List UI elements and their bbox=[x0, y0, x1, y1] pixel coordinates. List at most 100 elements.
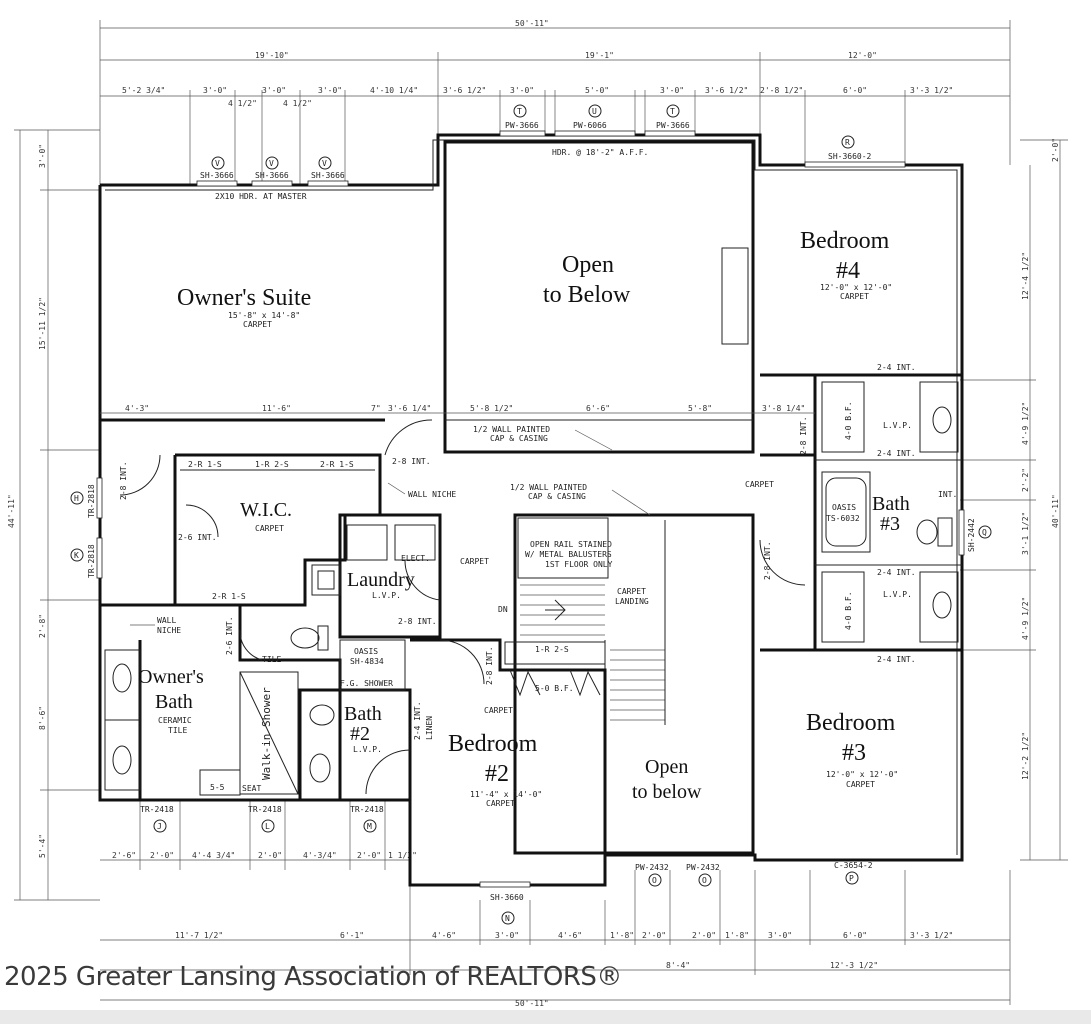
wic-shelf-2: 1-R 2-S bbox=[255, 460, 289, 469]
svg-text:SH-3666: SH-3666 bbox=[311, 171, 345, 180]
dim-top-fine-12: 6'-0" bbox=[843, 86, 867, 95]
svg-text:TR-2418: TR-2418 bbox=[248, 805, 282, 814]
bedroom-3-floor: CARPET bbox=[846, 780, 875, 789]
owners-suite-floor: CARPET bbox=[243, 320, 272, 329]
dim-bottom-row-2: 6'-1" bbox=[340, 931, 364, 940]
dim-bottom-fine-3: 4'-4 3/4" bbox=[192, 851, 235, 860]
bath-2-line1: Bath bbox=[344, 703, 382, 725]
window-top-v-1: V SH-3666 bbox=[196, 156, 238, 187]
dim-right-seg-1: 2'-0" bbox=[1051, 138, 1060, 162]
open-to-below-bottom-line2: to below bbox=[632, 781, 702, 803]
note-open-rail-1: OPEN RAIL STAINED bbox=[530, 540, 612, 549]
bedroom-3-size: 12'-0" x 12'-0" bbox=[826, 770, 898, 779]
wic-shelf-bottom: 2-R 1-S bbox=[212, 592, 246, 601]
bath-3-line1: Bath bbox=[872, 493, 910, 515]
window-bottom-tr-1: TR-2418 J bbox=[140, 805, 174, 833]
dim-bottom-row-10: 3'-0" bbox=[768, 931, 792, 940]
svg-text:PW-2432: PW-2432 bbox=[686, 863, 720, 872]
dim-bottom-row-8: 2'-0" bbox=[692, 931, 716, 940]
dim-left-seg-1: 3'-0" bbox=[38, 144, 47, 168]
note-shower-size: SH-4834 bbox=[350, 657, 384, 666]
note-elect: ELECT. bbox=[401, 554, 430, 563]
dim-top-small-2: 4 1/2" bbox=[283, 99, 312, 108]
svg-text:L: L bbox=[265, 822, 270, 831]
door-28-c: 2-8 INT. bbox=[398, 617, 437, 626]
dim-top-fine-8: 5'-0" bbox=[585, 86, 609, 95]
laundry: Laundry L.V.P. bbox=[347, 569, 415, 600]
note-shower-oasis: OASIS bbox=[354, 647, 378, 656]
dim-bottom-row-11: 6'-0" bbox=[843, 931, 867, 940]
right-dimensions: 40'-11" 2'-0" 12'-4 1/2" 4'-9 1/2" 2'-2"… bbox=[960, 138, 1068, 861]
svg-text:P: P bbox=[849, 874, 854, 883]
window-bottom-pw-2: PW-2432 O bbox=[686, 863, 720, 887]
svg-text:N: N bbox=[505, 914, 510, 923]
dim-left-seg-3: 8'-6" bbox=[38, 706, 47, 730]
note-cap-casing-2: CAP & CASING bbox=[528, 492, 586, 501]
door-26-a: 2-6 INT. bbox=[178, 533, 217, 542]
svg-text:Q: Q bbox=[982, 528, 987, 537]
dim-bottom-fine-5: 4'-3/4" bbox=[303, 851, 337, 860]
window-bottom-tr-2: TR-2418 L bbox=[248, 805, 282, 833]
owners-bath-line2: Bath bbox=[155, 691, 193, 713]
dim-bottom-row-5: 4'-6" bbox=[558, 931, 582, 940]
dim-bottom-row-6: 1'-8" bbox=[610, 931, 634, 940]
dim-bottom-fine-1: 2'-6" bbox=[112, 851, 136, 860]
svg-text:PW-3666: PW-3666 bbox=[505, 121, 539, 130]
window-top-r: R SH-3660-2 bbox=[804, 135, 906, 168]
top-dimensions: 50'-11" 19'-10" 19'-1" 12'-0" 5'-2 3/4" … bbox=[99, 19, 1011, 190]
bath-2-floor: L.V.P. bbox=[353, 745, 382, 754]
dim-top-small-1: 4 1/2" bbox=[228, 99, 257, 108]
note-seat: SEAT bbox=[242, 784, 261, 793]
dim-right-seg-3: 4'-9 1/2" bbox=[1021, 402, 1030, 445]
door-24-a: 2-4 INT. bbox=[877, 363, 916, 372]
svg-text:Walk-in Shower: Walk-in Shower bbox=[260, 687, 273, 780]
dim-right-seg-4: 2'-2" bbox=[1021, 468, 1030, 492]
window-top-t-2: T PW-3666 bbox=[644, 104, 696, 137]
dim-bottom-row-12: 3'-3 1/2" bbox=[910, 931, 953, 940]
dim-bottom-row2-2: 12'-3 1/2" bbox=[830, 961, 878, 970]
open-to-below-top: Open to Below bbox=[543, 252, 631, 308]
note-tub-size: TS-6032 bbox=[826, 514, 860, 523]
note-tile: TILE bbox=[262, 655, 281, 664]
note-linen: LINEN bbox=[425, 716, 434, 740]
bedroom-3: Bedroom #3 12'-0" x 12'-0" CARPET bbox=[806, 710, 898, 789]
owners-suite-name: Owner's Suite bbox=[177, 285, 311, 311]
svg-text:SH-2442: SH-2442 bbox=[967, 518, 976, 552]
dim-right-seg-5: 3'-1 1/2" bbox=[1021, 512, 1030, 555]
bath-2-line2: #2 bbox=[350, 723, 370, 745]
svg-text:J: J bbox=[157, 822, 162, 831]
door-labels: 2-8 INT. 2-8 INT. 2-8 INT. 2-8 INT. 2-8 … bbox=[119, 363, 957, 792]
dim-top-fine-9: 3'-0" bbox=[660, 86, 684, 95]
svg-text:SH-3666: SH-3666 bbox=[200, 171, 234, 180]
svg-text:TR-2418: TR-2418 bbox=[140, 805, 174, 814]
dim-bottom-fine-7: 1 1/2" bbox=[388, 851, 417, 860]
svg-text:C-3654-2: C-3654-2 bbox=[834, 861, 873, 870]
svg-text:H: H bbox=[74, 494, 79, 503]
left-dimensions: 44'-11" 3'-0" 15'-11 1/2" 8'-6" 2'-8" 5'… bbox=[7, 129, 100, 901]
note-hdr-open: HDR. @ 18'-2" A.F.F. bbox=[552, 148, 648, 157]
note-carpet-hall: CARPET bbox=[460, 557, 489, 566]
wic-shelf-3: 2-R 1-S bbox=[320, 460, 354, 469]
dim-top-fine-10: 3'-6 1/2" bbox=[705, 86, 748, 95]
svg-text:V: V bbox=[269, 159, 274, 168]
bedroom-2-line1: Bedroom bbox=[448, 731, 538, 757]
dim-bottom-fine-4: 2'-0" bbox=[258, 851, 282, 860]
open-to-below-bottom-line1: Open bbox=[645, 756, 688, 778]
svg-text:T: T bbox=[670, 107, 675, 116]
bath-2: Bath #2 L.V.P. bbox=[344, 703, 382, 754]
open-to-below-bottom: Open to below bbox=[632, 756, 702, 803]
mid-dimensions: 4'-3" 11'-6" 7" 3'-6 1/4" 5'-8 1/2" 6'-6… bbox=[100, 404, 815, 414]
note-carpet-right: CARPET bbox=[745, 480, 774, 489]
dim-top-fine-13: 3'-3 1/2" bbox=[910, 86, 953, 95]
owners-suite: Owner's Suite 15'-8" x 14'-8" CARPET bbox=[177, 285, 311, 329]
dim-mid-8: 3'-8 1/4" bbox=[762, 404, 805, 413]
bed3-bf: 4-0 B.F. bbox=[844, 591, 853, 630]
dim-mid-7: 5'-8" bbox=[688, 404, 712, 413]
door-24-b: 2-4 INT. bbox=[877, 449, 916, 458]
svg-text:U: U bbox=[592, 107, 597, 116]
note-wall-niche-2: WALL bbox=[157, 616, 176, 625]
window-top-v-2: V SH-3666 bbox=[251, 156, 293, 187]
wic-floor: CARPET bbox=[255, 524, 284, 533]
svg-text:SH-3660-2: SH-3660-2 bbox=[828, 152, 872, 161]
dim-right-seg-6: 4'-9 1/2" bbox=[1021, 597, 1030, 640]
